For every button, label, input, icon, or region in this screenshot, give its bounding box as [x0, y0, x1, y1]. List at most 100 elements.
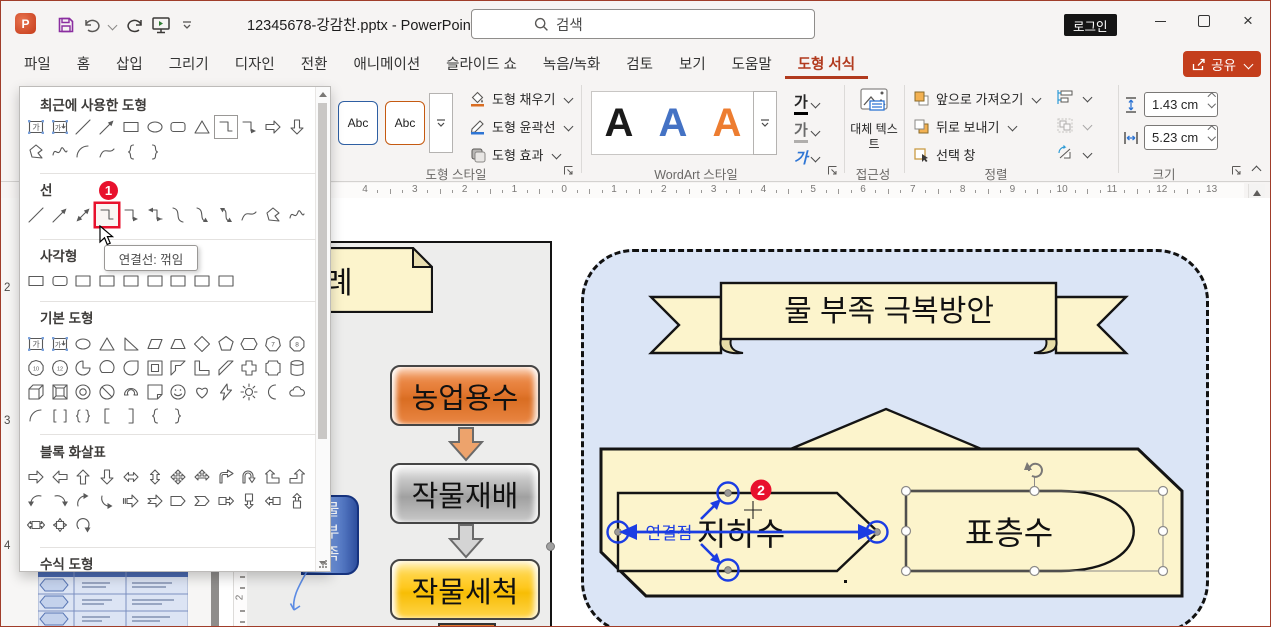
shape-icon-rect[interactable] [25, 270, 47, 292]
tab-그리기[interactable]: 그리기 [168, 56, 209, 73]
shape-icon-line[interactable] [72, 116, 94, 138]
shape-icon-callout-down[interactable] [238, 490, 260, 512]
shape-icon-pentagon[interactable] [215, 333, 237, 355]
shape-icon-round-corner[interactable] [167, 270, 189, 292]
shape-icon-arrow-pentagon[interactable] [167, 490, 189, 512]
shape-icon-arrow-lru[interactable] [191, 466, 213, 488]
shape-icon-elbow-arrow-connector[interactable] [238, 116, 260, 138]
shape-icon-line-arrow[interactable] [49, 204, 71, 226]
shape-icon-arrow-curved-down[interactable] [96, 490, 118, 512]
tab-보기[interactable]: 보기 [678, 56, 706, 73]
selection-pane-button[interactable]: 선택 창 [913, 145, 976, 164]
shape-styles-dialog-launcher-icon[interactable] [563, 165, 574, 176]
shape-icon-elbow-connector[interactable] [96, 204, 119, 226]
shape-icon-elbow-arrow-connector[interactable] [120, 204, 142, 226]
shape-icon-arrow-left[interactable] [49, 466, 71, 488]
shape-icon-cloud[interactable] [286, 381, 308, 403]
shape-icon-snip-same-corner[interactable] [96, 270, 118, 292]
shape-icon-scribble[interactable] [286, 204, 308, 226]
shape-icon-double-bracket[interactable] [49, 405, 71, 427]
shape-icon-smiley[interactable] [167, 381, 189, 403]
slide-4-thumbnail[interactable] [38, 571, 188, 627]
shape-icon-round-rect[interactable] [167, 116, 189, 138]
shape-icon-cross[interactable] [238, 357, 260, 379]
shape-icon-double-brace[interactable] [72, 405, 94, 427]
down-arrow-shape-2[interactable] [448, 524, 484, 559]
shape-icon-moon[interactable] [262, 381, 284, 403]
wordart-dialog-launcher-icon[interactable] [827, 165, 838, 176]
wordart-style-3[interactable]: A [712, 101, 742, 145]
width-stepper[interactable] [1207, 125, 1216, 141]
redo-icon[interactable] [122, 14, 148, 36]
shape-icon-elbow-connector[interactable] [215, 116, 237, 138]
close-button[interactable]: × [1243, 11, 1253, 30]
shape-icon-lightning[interactable] [215, 381, 237, 403]
tab-홈[interactable]: 홈 [76, 56, 91, 73]
shape-icon-round-same-corner[interactable] [191, 270, 213, 292]
shape-icon-arrow-curved-right[interactable] [49, 490, 71, 512]
shape-icon-arrow-notched[interactable] [144, 490, 166, 512]
shape-fill-button[interactable]: 도형 채우기 [469, 89, 574, 108]
shape-icon-vtextbox[interactable]: 가 [49, 333, 71, 355]
shape-icon-arrow-bent[interactable] [215, 466, 237, 488]
shape-icon-plaque[interactable] [262, 357, 284, 379]
height-stepper[interactable] [1207, 92, 1216, 108]
shape-icon-line-double-arrow[interactable] [72, 204, 94, 226]
flow-box-cultivation[interactable]: 작물재배 [390, 463, 540, 524]
shape-icon-heptagon[interactable]: 7 [262, 333, 284, 355]
shape-icon-chord[interactable] [96, 357, 118, 379]
share-button[interactable]: 공유 [1183, 51, 1261, 77]
shape-icon-callout-up[interactable] [286, 490, 308, 512]
shape-icon-frame[interactable] [144, 357, 166, 379]
shape-icon-round-diag-corner[interactable] [215, 270, 237, 292]
shape-icon-curved-double-arrow-connector[interactable] [215, 204, 237, 226]
start-slideshow-icon[interactable] [148, 14, 174, 36]
shape-icon-vtextbox[interactable]: 가 [49, 116, 71, 138]
shape-icon-line[interactable] [25, 204, 47, 226]
shape-icon-textbox[interactable]: 가 [25, 116, 47, 138]
text-effects-button[interactable]: 가 [794, 147, 821, 168]
save-icon[interactable] [53, 14, 79, 36]
next-flow-box-partial[interactable] [438, 623, 496, 626]
tab-애니메이션[interactable]: 애니메이션 [353, 56, 421, 73]
shape-icon-curve[interactable] [96, 141, 118, 163]
tab-디자인[interactable]: 디자인 [234, 56, 275, 73]
shape-icon-arrow-quad[interactable] [167, 466, 189, 488]
shape-icon-arrow-up[interactable] [72, 466, 94, 488]
shape-icon-curved-connector[interactable] [167, 204, 189, 226]
customize-qat-icon[interactable] [174, 14, 200, 36]
shape-height-field[interactable]: 1.43 cm [1144, 92, 1218, 117]
shape-icon-brace-left[interactable] [144, 405, 166, 427]
shape-style-sample-2[interactable]: Abc [385, 101, 425, 145]
shape-icon-callout-right[interactable] [215, 490, 237, 512]
selection-handles[interactable] [900, 485, 1169, 577]
surface-water-shape[interactable]: 표층수 [904, 489, 1135, 573]
tab-검토[interactable]: 검토 [626, 56, 653, 73]
text-fill-button[interactable]: 가 [794, 91, 821, 115]
search-input[interactable]: 검색 [471, 9, 815, 39]
tab-삽입[interactable]: 삽입 [116, 56, 143, 73]
shape-icon-can[interactable] [286, 357, 308, 379]
scroll-up-icon[interactable] [1253, 190, 1261, 196]
shape-icon-triangle[interactable] [191, 116, 213, 138]
wordart-style-1[interactable]: A [604, 101, 634, 145]
shape-icon-diagonal-stripe[interactable] [215, 357, 237, 379]
tab-도움말[interactable]: 도움말 [731, 56, 772, 73]
shape-icon-triangle[interactable] [96, 333, 118, 355]
shape-icon-right-triangle[interactable] [120, 333, 142, 355]
shape-style-gallery-more-button[interactable] [429, 93, 453, 153]
maximize-button[interactable] [1182, 1, 1226, 41]
shape-icon-elbow-double-arrow-connector[interactable] [144, 204, 166, 226]
rotation-handle-icon[interactable] [1024, 462, 1043, 478]
text-outline-button[interactable]: 가 [794, 119, 821, 143]
shape-icon-callout-quad[interactable] [49, 514, 71, 536]
shape-icon-arrow-left-right[interactable] [120, 466, 142, 488]
shape-icon-callout-left[interactable] [262, 490, 284, 512]
shape-icon-decagon[interactable]: 10 [25, 357, 47, 379]
shape-icon-arrow-curved-up[interactable] [72, 490, 94, 512]
shape-icon-bevel[interactable] [49, 381, 71, 403]
shape-icon-freeform[interactable] [262, 204, 284, 226]
flow-box-washing[interactable]: 작물세척 [390, 559, 540, 620]
shape-icon-arrow-right[interactable] [262, 116, 284, 138]
shape-icon-line-arrow[interactable] [96, 116, 118, 138]
